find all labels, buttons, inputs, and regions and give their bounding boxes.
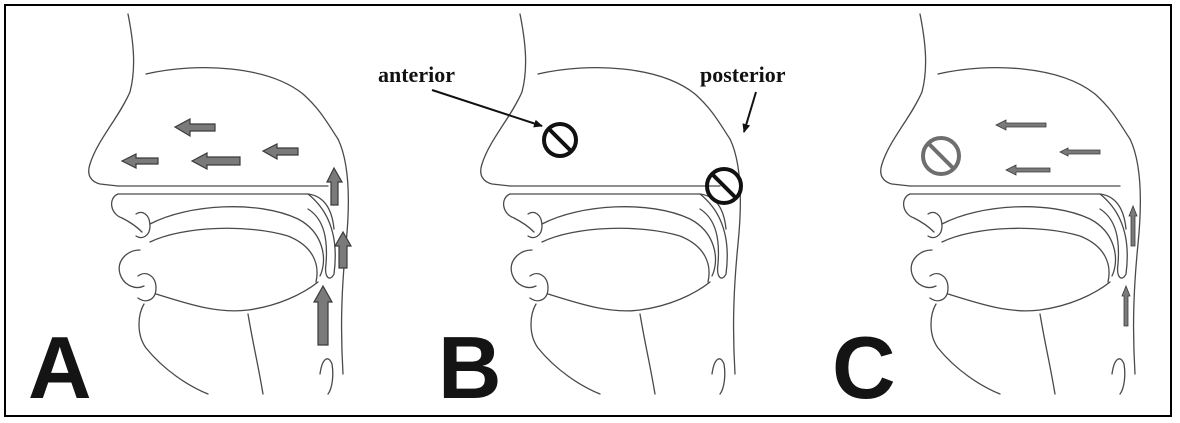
block-symbol-gray-icon bbox=[923, 138, 959, 174]
panel-letter-b: B bbox=[438, 318, 502, 417]
arrow-left-icon bbox=[996, 120, 1046, 130]
arrow-left-icon bbox=[1006, 165, 1050, 175]
head-profile-c bbox=[881, 14, 1141, 394]
arrow-left-icon bbox=[263, 144, 298, 159]
label-anterior: anterior bbox=[378, 62, 455, 87]
arrow-up-icon bbox=[335, 232, 351, 268]
arrow-up-icon bbox=[1129, 206, 1137, 246]
block-symbol-anterior-icon bbox=[544, 124, 576, 156]
arrow-up-icon bbox=[1122, 286, 1130, 326]
leader-line-posterior bbox=[744, 92, 756, 132]
arrow-left-icon bbox=[175, 119, 215, 136]
panel-a: A bbox=[28, 14, 351, 417]
panel-letter-c: C bbox=[832, 318, 896, 417]
reduced-airflow-arrows-c bbox=[996, 120, 1137, 326]
head-profile-a bbox=[89, 14, 349, 394]
arrow-up-icon bbox=[314, 286, 332, 345]
arrow-left-icon bbox=[192, 153, 240, 169]
label-posterior: posterior bbox=[700, 62, 786, 87]
panel-letter-a: A bbox=[28, 318, 92, 417]
leader-line-anterior bbox=[432, 90, 542, 126]
panel-b: anterior posterior B bbox=[378, 14, 786, 417]
arrow-up-icon bbox=[327, 168, 342, 205]
arrow-left-icon bbox=[1060, 148, 1100, 156]
arrow-left-icon bbox=[122, 154, 158, 168]
panel-c: C bbox=[832, 14, 1140, 417]
